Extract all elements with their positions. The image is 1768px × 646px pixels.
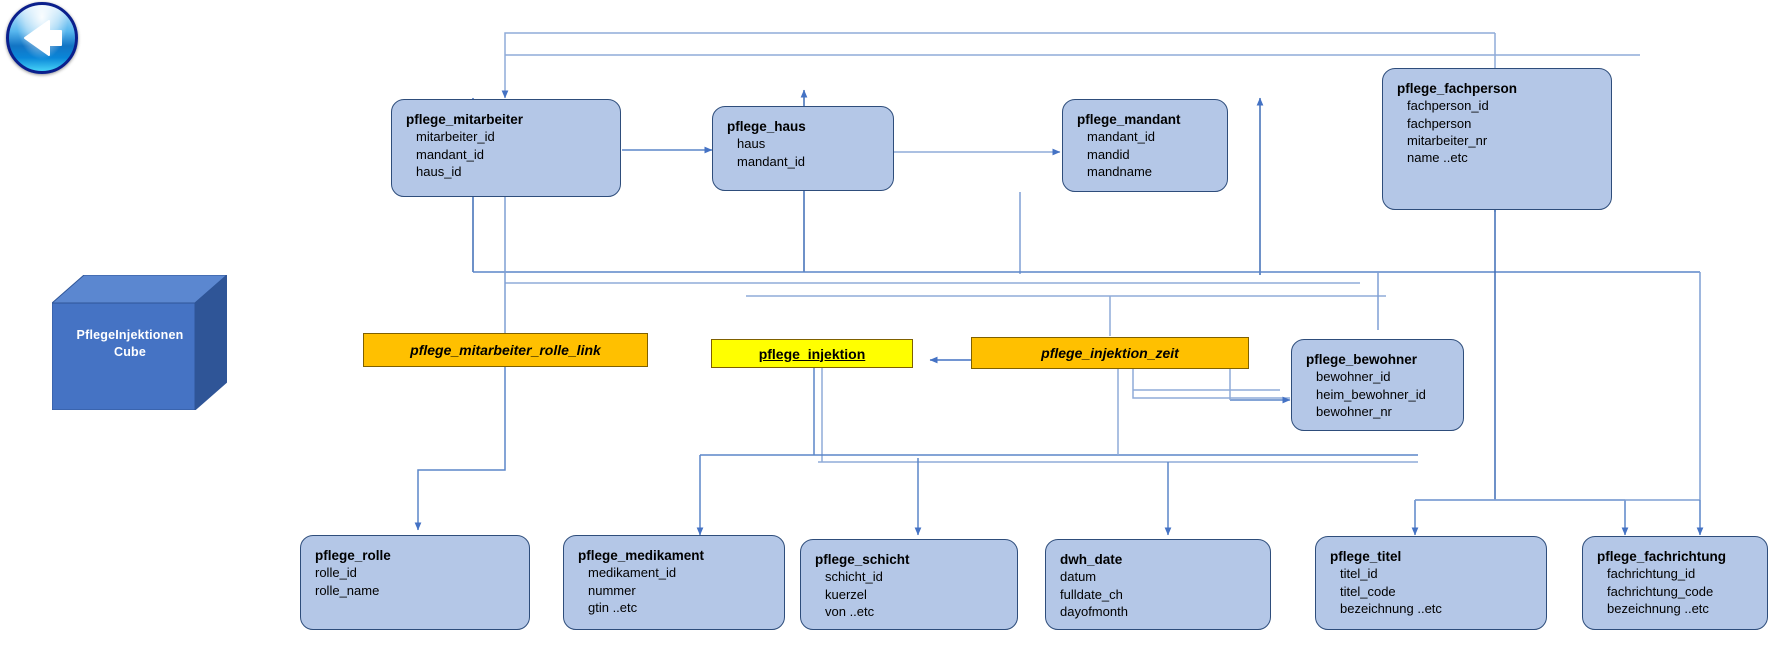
field: schicht_id [825,569,883,585]
field: fachperson_id [1407,98,1489,114]
table-title: pflege_medikament [578,548,705,563]
table-pflege-bewohner[interactable]: pflege_bewohner bewohner_id heim_bewohne… [1291,339,1464,431]
table-pflege-rolle[interactable]: pflege_rolle rolle_id rolle_name [300,535,530,630]
field: datum [1060,569,1097,585]
field: bezeichnung ..etc [1607,600,1709,616]
field: fachrichtung_id [1607,566,1696,582]
field: mitarbeiter_id [416,129,495,145]
field: medikament_id [588,565,677,581]
table-fields: bewohner_id heim_bewohner_id bewohner_nr [1316,368,1463,420]
table-dwh-date[interactable]: dwh_date datum fulldate_ch dayofmonth [1045,539,1271,630]
field: mitarbeiter_nr [1407,132,1488,148]
back-arrow-icon [24,20,62,56]
field: rolle_id [315,565,357,581]
table-fields: haus mandant_id [737,135,893,170]
table-pflege-haus[interactable]: pflege_haus haus mandant_id [712,106,894,191]
cube-label-line2: Cube [113,344,147,359]
field: gtin ..etc [588,599,638,615]
table-fields: rolle_id rolle_name [315,564,529,599]
fact-pflege-mitarbeiter-rolle-link[interactable]: pflege_mitarbeiter_rolle_link [363,333,648,367]
table-title: pflege_schicht [815,552,910,567]
field: bewohner_nr [1316,403,1392,419]
field: mandant_id [1087,129,1155,145]
table-fields: schicht_id kuerzel von ..etc [825,568,1017,620]
table-fields: datum fulldate_ch dayofmonth [1060,568,1270,620]
field: mandant_id [737,153,805,169]
field: titel_id [1340,566,1378,582]
table-pflege-mandant[interactable]: pflege_mandant mandant_id mandid mandnam… [1062,99,1228,192]
table-title: pflege_mitarbeiter [406,112,524,127]
field: bewohner_id [1316,369,1391,385]
table-title: pflege_bewohner [1306,352,1418,367]
pflegeinjektionen-cube[interactable]: PflegeInjektionen Cube [52,275,227,410]
table-pflege-medikament[interactable]: pflege_medikament medikament_id nummer g… [563,535,785,630]
field: von ..etc [825,603,875,619]
field: name ..etc [1407,150,1468,166]
fact-title: pflege_injektion_zeit [1041,345,1179,361]
table-title: pflege_fachperson [1397,81,1518,96]
cube-shape [52,275,227,410]
field: haus_id [416,163,462,179]
table-fields: medikament_id nummer gtin ..etc [588,564,784,616]
table-title: dwh_date [1060,552,1123,567]
table-title: pflege_titel [1330,549,1402,564]
table-pflege-mitarbeiter[interactable]: pflege_mitarbeiter mitarbeiter_id mandan… [391,99,621,197]
fact-title: pflege_mitarbeiter_rolle_link [410,342,601,358]
field: mandid [1087,146,1130,162]
field: kuerzel [825,586,867,602]
field: nummer [588,582,636,598]
table-fields: titel_id titel_code bezeichnung ..etc [1340,565,1546,617]
field: titel_code [1340,583,1396,599]
field: mandname [1087,163,1153,179]
field: bezeichnung ..etc [1340,600,1442,616]
fact-title: pflege_injektion [758,345,866,362]
field: fachrichtung_code [1607,583,1714,599]
table-pflege-titel[interactable]: pflege_titel titel_id titel_code bezeich… [1315,536,1547,630]
table-pflege-fachperson[interactable]: pflege_fachperson fachperson_id fachpers… [1382,68,1612,210]
cube-label: PflegeInjektionen Cube [60,327,200,361]
field: rolle_name [315,582,380,598]
field: fulldate_ch [1060,586,1123,602]
table-pflege-fachrichtung[interactable]: pflege_fachrichtung fachrichtung_id fach… [1582,536,1768,630]
table-fields: mitarbeiter_id mandant_id haus_id [416,128,620,180]
back-button[interactable] [6,2,78,74]
field: heim_bewohner_id [1316,386,1426,402]
table-title: pflege_haus [727,119,806,134]
fact-pflege-injektion-zeit[interactable]: pflege_injektion_zeit [971,337,1249,369]
cube-label-line1: PflegeInjektionen [76,328,184,342]
table-pflege-schicht[interactable]: pflege_schicht schicht_id kuerzel von ..… [800,539,1018,630]
table-title: pflege_rolle [315,548,391,563]
table-fields: fachrichtung_id fachrichtung_code bezeic… [1607,565,1767,617]
table-title: pflege_fachrichtung [1597,549,1727,564]
field: haus [737,136,766,152]
fact-pflege-injektion[interactable]: pflege_injektion [711,339,913,368]
field: mandant_id [416,146,484,162]
table-fields: mandant_id mandid mandname [1087,128,1227,180]
table-fields: fachperson_id fachperson mitarbeiter_nr … [1407,97,1611,166]
field: fachperson [1407,115,1472,131]
table-title: pflege_mandant [1077,112,1181,127]
field: dayofmonth [1060,603,1128,619]
